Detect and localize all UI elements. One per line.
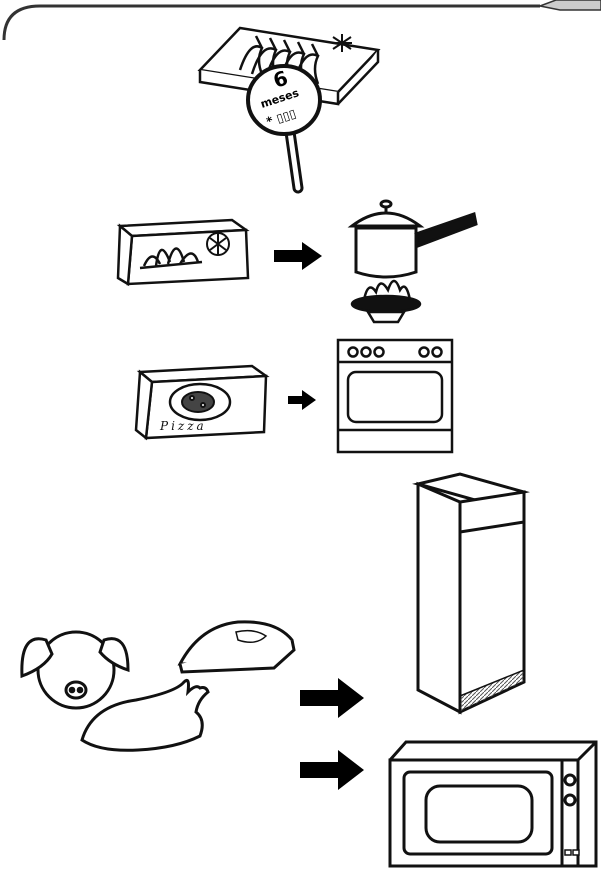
- arrow-icon: [300, 678, 364, 718]
- magnifier-icon: [246, 64, 322, 194]
- page-frame-top: [2, 4, 540, 41]
- gas-burner-flame-icon: [350, 279, 422, 324]
- microwave-icon: [388, 740, 598, 868]
- frozen-vegetables-box: [116, 218, 250, 287]
- pizza-icon: [181, 391, 215, 413]
- vegetable-leaves-icon: [139, 247, 203, 270]
- arrow-icon: [274, 242, 322, 270]
- pizza-box-label: Pizza: [159, 419, 207, 433]
- saucepan-icon: [347, 199, 478, 279]
- refrigerator-icon: [412, 472, 530, 715]
- pig-head-icon: [20, 630, 130, 710]
- steak-icon: [177, 620, 296, 674]
- snowflake-icon: [332, 34, 352, 52]
- arrow-icon: [300, 750, 364, 790]
- oven-icon: [336, 338, 454, 454]
- snowflake-icon: [206, 232, 230, 256]
- chicken-icon: [80, 678, 210, 752]
- shrimp-icon: [238, 35, 320, 85]
- arrow-icon: [288, 390, 316, 410]
- page-frame-tab: [537, 0, 601, 11]
